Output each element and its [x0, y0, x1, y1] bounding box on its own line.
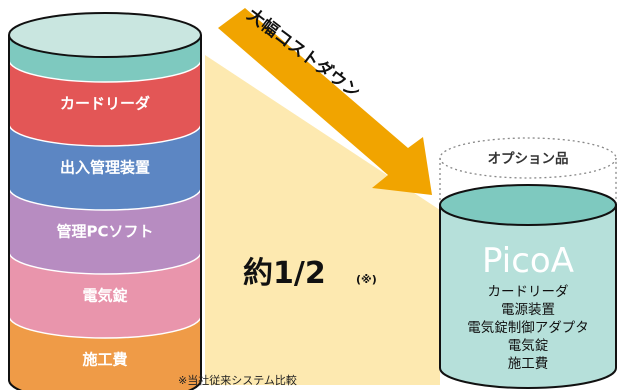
- product-name: PicoA: [482, 241, 574, 281]
- option-label: オプション品: [488, 151, 569, 167]
- product-item: 電源装置: [501, 302, 555, 318]
- stack-segment-label: 管理PCソフト: [56, 223, 153, 241]
- stack-segment: [9, 124, 201, 210]
- stack-segment-label: 電気錠: [82, 287, 127, 305]
- ratio-note-mark: (※): [356, 273, 377, 286]
- cost-reduction-wedge: [205, 55, 440, 385]
- product-item: 電気錠: [508, 338, 549, 354]
- stack-segment: [9, 252, 201, 338]
- pico-cylinder: [439, 184, 617, 389]
- stack-segment: [9, 316, 201, 390]
- product-item: 電気錠制御アダプタ: [467, 320, 589, 336]
- stack-segment: [9, 60, 201, 146]
- cost-down-arrow: [218, 8, 432, 195]
- cylinder-top-cap: [8, 12, 202, 58]
- stack-segment-label: カードリーダ: [60, 95, 150, 113]
- ratio-text: 約1/2: [243, 256, 326, 291]
- footnote: ※当社従来システム比較: [178, 373, 297, 387]
- stack-segment: [9, 188, 201, 274]
- product-item: 施工費: [508, 356, 549, 372]
- product-item: カードリーダ: [488, 284, 569, 300]
- stack-segment-label: 施工費: [82, 351, 127, 369]
- stack-segment-label: 出入管理装置: [60, 159, 150, 177]
